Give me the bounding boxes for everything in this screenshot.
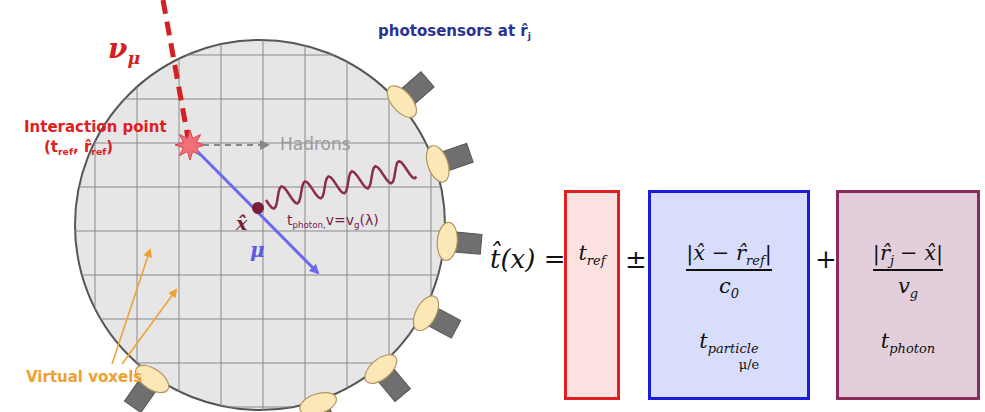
photosensor: [297, 388, 339, 412]
label-group: photosensors at r̂j: [378, 22, 531, 40]
text-label: Virtual voxels: [26, 368, 142, 386]
label-group: ±: [625, 244, 647, 274]
text-label: (t: [44, 138, 58, 156]
text-label: t̂(x) =: [490, 244, 565, 274]
text-row: |x̂ − r̂ref|: [686, 241, 772, 266]
grid-line: [60, 319, 460, 320]
math-text: |r̂: [873, 241, 890, 265]
photosensor: [360, 349, 402, 389]
text-label: ν: [108, 32, 127, 65]
grid-line: [431, 30, 432, 412]
grid-line: [60, 275, 460, 276]
label-group: t̂(x) =: [490, 244, 565, 274]
subscript-label: ref: [91, 146, 106, 157]
photosensor: [408, 292, 443, 335]
math-text: c: [719, 274, 731, 298]
label-group: Interaction point: [24, 118, 167, 136]
text-label: photosensors at r̂: [378, 22, 528, 40]
sensor-body: [454, 232, 482, 254]
photon-wave: [266, 161, 416, 208]
neutrino-track: [163, 0, 188, 138]
subscript: j: [890, 253, 894, 268]
label-group: Hadrons: [280, 134, 351, 154]
label-group: Virtual voxels: [26, 368, 142, 386]
subscript: 0: [731, 286, 739, 301]
grid-line: [60, 143, 460, 144]
math-text: v: [898, 274, 910, 298]
label-group: νμ: [108, 32, 140, 65]
math-text: t: [881, 329, 889, 353]
subscript: photon: [889, 341, 935, 356]
text-row: tref: [578, 241, 605, 266]
term-box: |x̂ − r̂ref|c0tparticleμ/e: [648, 190, 810, 400]
math-text: t: [699, 329, 707, 353]
text-row: tparticle: [699, 329, 758, 354]
subscript-label: ref: [58, 146, 73, 157]
grid-line: [263, 30, 264, 412]
photosensor: [436, 222, 459, 262]
photosensor: [382, 81, 422, 123]
label-group: tphoton,v=vg(λ): [287, 212, 379, 228]
subscript: g: [910, 286, 918, 301]
grid-line: [60, 407, 460, 408]
subscript: ref: [746, 253, 765, 268]
text-label: x̂: [236, 212, 247, 234]
text-label: ±: [625, 244, 647, 274]
text-label: , r̂: [73, 138, 91, 156]
leader-line: [122, 290, 176, 364]
text-label: (λ): [360, 212, 379, 228]
fraction: |x̂ − r̂ref| c0: [686, 241, 772, 299]
math-text: − x̂|: [900, 241, 943, 265]
grid-line: [60, 363, 460, 364]
term-box: |r̂j − x̂| vg tphoton: [836, 190, 980, 400]
subscript-label: j: [528, 30, 531, 41]
math-text: t: [578, 241, 586, 265]
label-group: x̂: [236, 212, 247, 234]
text-label: Hadrons: [280, 134, 351, 154]
math-text: |x̂ − r̂: [686, 241, 746, 265]
subscript: ref: [587, 253, 606, 268]
subscript: particle: [708, 341, 759, 356]
grid-line: [60, 187, 460, 188]
photosensor: [422, 143, 453, 185]
subscript: μ/e: [739, 357, 760, 372]
text-row: vg: [898, 274, 918, 299]
fraction: |r̂j − x̂| vg: [873, 241, 943, 299]
grid-line: [221, 30, 222, 412]
term-box: tref: [564, 190, 620, 400]
fraction-bar: [873, 269, 943, 271]
label-group: μ: [250, 238, 265, 262]
text-label: +: [815, 244, 837, 274]
voxel-grid: [60, 30, 460, 412]
text-label: Interaction point: [24, 118, 167, 136]
fraction-bar: [686, 269, 772, 271]
text-label: v=v: [326, 212, 354, 228]
text-row: c0: [719, 274, 739, 299]
text-label: μ: [250, 238, 265, 262]
text-label: t: [287, 212, 293, 228]
text-row: tphoton: [881, 329, 935, 354]
subscript-label: photon,: [293, 220, 326, 230]
math-text: |: [765, 241, 772, 265]
label-group: (tref, r̂ref): [44, 138, 113, 156]
leader-line: [112, 250, 150, 364]
grid-line: [137, 30, 138, 412]
subscript-label: g: [354, 220, 360, 230]
text-label: ): [106, 138, 113, 156]
label-group: +: [815, 244, 837, 274]
subscript-label: μ: [127, 48, 140, 68]
text-row: |r̂j − x̂|: [873, 241, 943, 266]
grid-line: [95, 30, 96, 412]
emission-point: [252, 202, 264, 214]
muon-track: [198, 152, 318, 273]
grid-line: [60, 231, 460, 232]
hadron-arrow: [203, 144, 268, 146]
